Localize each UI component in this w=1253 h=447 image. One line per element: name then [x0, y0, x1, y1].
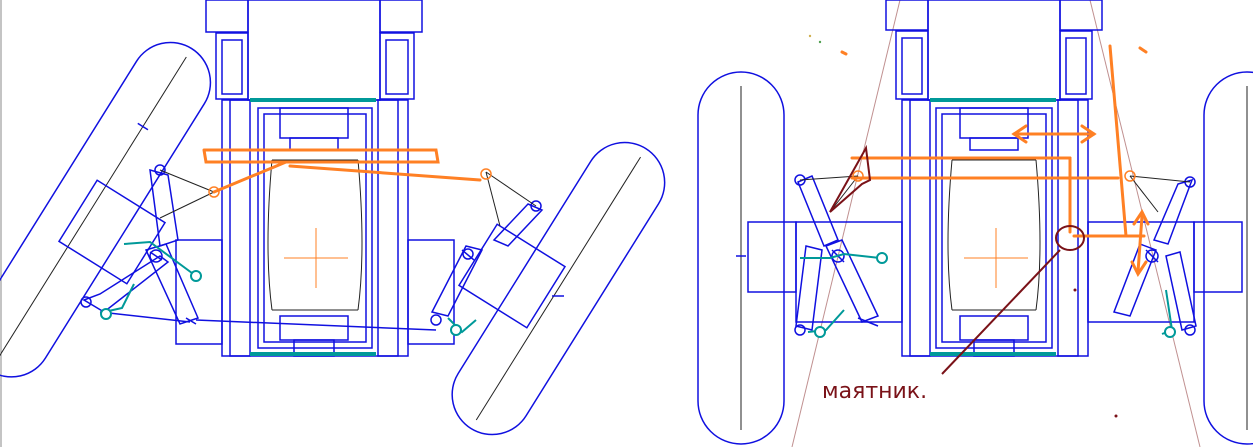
right-drum: [947, 159, 1041, 311]
right-diagram: [697, 0, 1253, 447]
specks: [808, 34, 1118, 418]
left-column: [175, 0, 455, 357]
left-arms-left: [80, 164, 200, 325]
left-thin-lines-right: [485, 171, 537, 227]
right-guide-lines: [791, 0, 1201, 447]
right-orange-marks: [840, 44, 1150, 277]
left-diagram: [0, 0, 666, 447]
left-teal-link-right: [447, 317, 477, 336]
pendulum-label: маятник.: [822, 379, 927, 404]
right-arms-left: [794, 174, 880, 336]
left-wheel-left: [0, 41, 212, 378]
left-hub-right: [457, 223, 567, 329]
pendulum-annotation: [829, 144, 1085, 375]
right-thin-lines-right: [1129, 175, 1191, 213]
left-arms-right: [195, 200, 544, 331]
right-wheel-right: [1203, 71, 1253, 445]
left-hub-left: [57, 179, 167, 285]
left-wheel-right: [451, 141, 666, 436]
left-thin-lines-left: [159, 169, 215, 219]
right-teal-right: [1161, 289, 1176, 338]
right-wheel-left: [697, 71, 785, 445]
pendulum-pointer-line: [941, 249, 1061, 375]
left-drum: [267, 159, 363, 311]
left-orange-marks: [202, 148, 492, 198]
pendulum-outline-left: [829, 144, 872, 213]
right-thin-lines-left: [799, 175, 859, 213]
right-arms-right: [1112, 176, 1197, 336]
pendulum-circle: [1055, 225, 1085, 251]
left-teal-link-left: [100, 240, 202, 320]
right-teal-left: [800, 252, 888, 338]
